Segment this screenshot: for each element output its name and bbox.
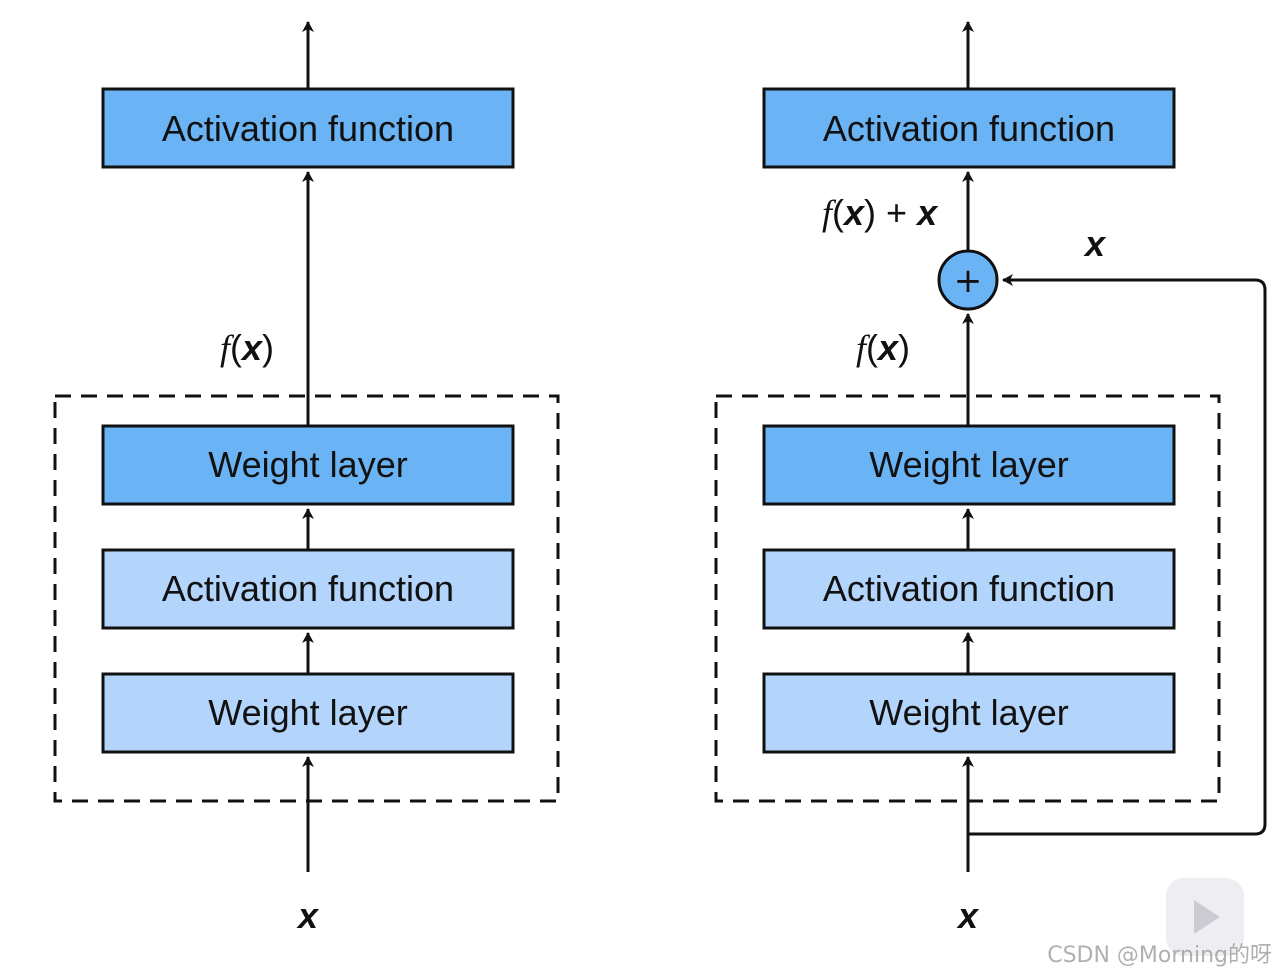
right-plus-symbol: + <box>954 261 983 301</box>
play-triangle-icon <box>1194 900 1220 934</box>
left-activation-inner-label: Activation function <box>162 568 454 609</box>
left-top-activation-label: Activation function <box>162 108 454 149</box>
right-weight-layer-lower-box <box>762 672 1176 754</box>
right-top-activation-label: Activation function <box>823 108 1115 149</box>
right-weight-layer-lower-label: Weight layer <box>869 692 1068 733</box>
right-sum-label: f(x) + x <box>822 192 939 233</box>
right-input-x-label: x <box>956 895 980 936</box>
watermark: CSDN @Morning的呀 <box>1047 943 1272 968</box>
right-residual-block: Activation function f(x) + x x + f(x) We… <box>714 21 1267 936</box>
right-top-activation-box <box>762 87 1176 169</box>
left-weight-layer-lower-box <box>101 672 515 754</box>
left-weight-layer-upper-label: Weight layer <box>208 444 407 485</box>
play-icon[interactable] <box>1166 878 1244 956</box>
left-weight-layer-upper-box <box>101 424 515 506</box>
right-weight-layer-upper-box <box>762 424 1176 506</box>
right-activation-inner-box <box>762 548 1176 630</box>
right-skip-connection <box>968 274 1267 836</box>
right-fx-label: f(x) <box>856 327 910 368</box>
left-activation-inner-box <box>101 548 515 630</box>
left-top-activation-box <box>101 87 515 169</box>
right-plus-circle <box>937 249 999 311</box>
left-weight-layer-lower-label: Weight layer <box>208 692 407 733</box>
left-regular-block: Activation function f(x) Weight layer Ac… <box>53 21 560 936</box>
right-weight-layer-upper-label: Weight layer <box>869 444 1068 485</box>
left-fx-label: f(x) <box>220 327 274 368</box>
right-activation-inner-label: Activation function <box>823 568 1115 609</box>
left-input-x-label: x <box>296 895 320 936</box>
right-skip-x-label: x <box>1083 223 1107 264</box>
